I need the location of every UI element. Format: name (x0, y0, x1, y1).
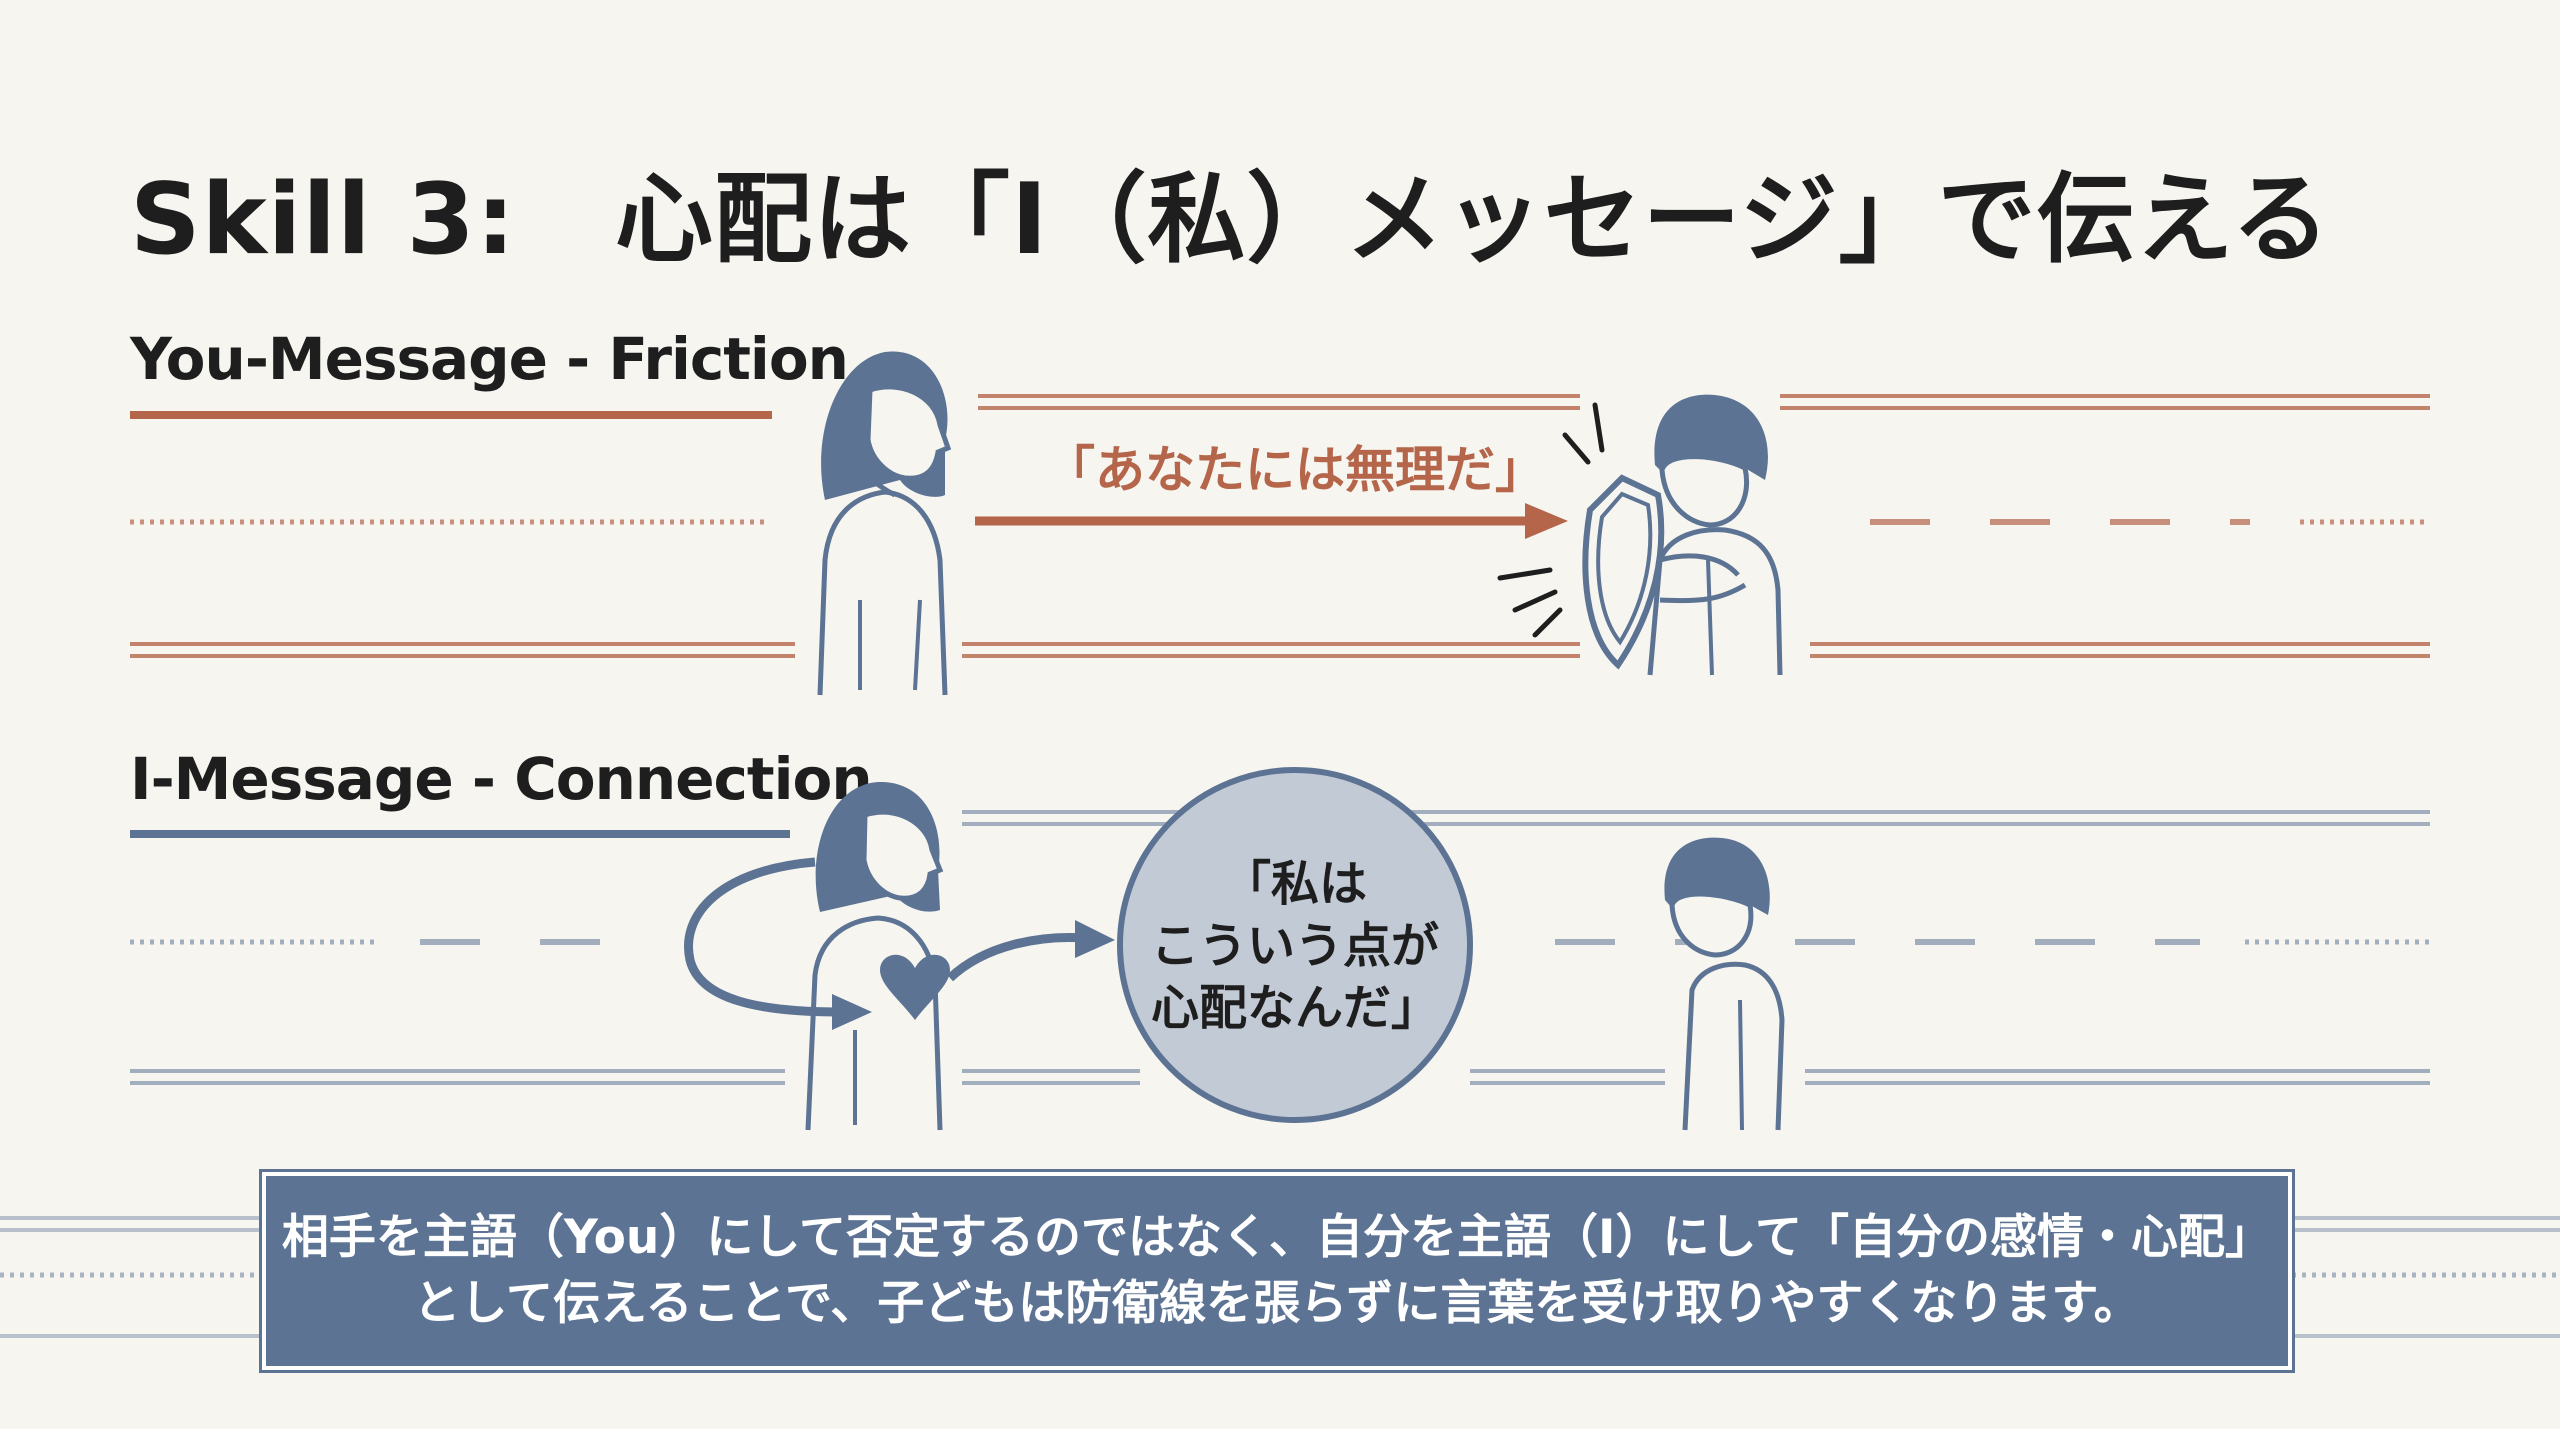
child-figure-bottom (1664, 837, 1785, 1131)
summary-box: 相手を主語（You）にして否定するのではなく、自分を主語（I）にして「自分の感情… (259, 1169, 2295, 1373)
friction-speech-text: 「あなたには無理だ」 (1045, 441, 1545, 499)
adult-figure-bottom (805, 781, 944, 1131)
curved-arrow-icon-self (684, 857, 872, 1030)
connection-speech-bubble (1117, 767, 1473, 1123)
connection-speech-line-1: 「私は (1223, 856, 1367, 912)
heart-icon (880, 954, 950, 1020)
i-message-label: I-Message - Connection (130, 745, 873, 813)
arrow-icon-friction (975, 503, 1568, 539)
connection-speech-line-3: 心配なんだ」 (1151, 980, 1439, 1036)
shield-icon (1582, 474, 1747, 670)
you-message-label: You-Message - Friction (130, 325, 849, 393)
adult-figure-top (817, 351, 952, 696)
child-figure-top (1647, 394, 1783, 676)
summary-line-2: として伝えることで、子どもは防衛線を張らずに言葉を受け取りやすくなります。 (413, 1276, 2141, 1331)
you-section-lines (130, 394, 2430, 658)
page-title: Skill 3: 心配は「I（私）メッセージ」で伝える (130, 163, 2331, 277)
summary-line-1: 相手を主語（You）にして否定するのではなく、自分を主語（I）にして「自分の感情… (281, 1210, 2273, 1265)
impact-burst-icon (1497, 402, 1605, 638)
connection-speech-line-2: こういう点が (1151, 918, 1439, 974)
arrow-icon-connection (946, 920, 1115, 982)
